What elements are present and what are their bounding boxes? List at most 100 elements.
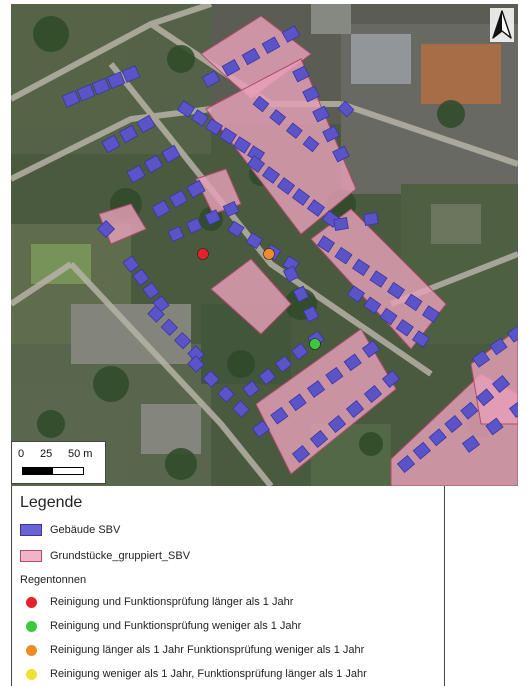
building bbox=[471, 350, 491, 368]
buildings-layer bbox=[61, 25, 518, 473]
building bbox=[217, 385, 235, 403]
rain-barrel-red[interactable] bbox=[197, 248, 209, 260]
rain-barrel-green[interactable] bbox=[309, 338, 321, 350]
parcel bbox=[205, 58, 357, 235]
building bbox=[351, 258, 371, 277]
building bbox=[379, 307, 398, 326]
building bbox=[91, 77, 111, 96]
scale-label-0: 0 bbox=[18, 448, 25, 460]
building bbox=[363, 385, 383, 403]
building bbox=[118, 124, 139, 144]
scale-bar-graphic bbox=[22, 467, 84, 475]
legend-item-label: Reinigung und Funktionsprüfung länger al… bbox=[50, 596, 294, 608]
building bbox=[282, 265, 300, 283]
building bbox=[96, 219, 116, 239]
building bbox=[312, 105, 330, 123]
building bbox=[288, 393, 307, 412]
building bbox=[219, 127, 237, 145]
legend-item-label: Reinigung weniger als 1 Jahr, Funktionsp… bbox=[50, 668, 367, 680]
building bbox=[333, 217, 349, 231]
building bbox=[306, 380, 326, 398]
building bbox=[186, 217, 203, 234]
legend-item-label: Grundstücke_gruppiert_SBV bbox=[50, 550, 191, 562]
building bbox=[363, 212, 379, 226]
building bbox=[233, 136, 251, 154]
rain-barrels-layer bbox=[197, 248, 321, 350]
building bbox=[316, 235, 336, 253]
scale-bar: 0 25 50 m bbox=[11, 441, 106, 484]
legend-title: Legende bbox=[20, 494, 83, 511]
building bbox=[285, 122, 303, 139]
building bbox=[76, 83, 96, 102]
building bbox=[411, 330, 431, 348]
building bbox=[291, 342, 309, 361]
building bbox=[309, 430, 329, 448]
map-view[interactable] bbox=[11, 4, 518, 486]
building bbox=[160, 318, 179, 337]
building bbox=[186, 179, 206, 199]
building bbox=[204, 209, 221, 226]
building bbox=[508, 400, 518, 418]
building bbox=[61, 90, 81, 108]
orange-dot-icon bbox=[26, 644, 37, 656]
building bbox=[404, 293, 423, 312]
legend-item-green: Reinigung und Funktionsprüfung weniger a… bbox=[20, 620, 301, 632]
parcels-swatch bbox=[20, 550, 42, 562]
building bbox=[202, 370, 220, 388]
building bbox=[187, 355, 205, 373]
building bbox=[361, 340, 381, 358]
building bbox=[346, 285, 366, 303]
building bbox=[245, 232, 263, 250]
legend-item-label: Reinigung länger als 1 Jahr Funktionsprü… bbox=[50, 644, 365, 656]
legend-item-parcels: Grundstücke_gruppiert_SBV bbox=[20, 550, 190, 562]
building bbox=[506, 325, 518, 343]
parcel bbox=[195, 168, 242, 215]
scale-label-50: 50 m bbox=[68, 448, 93, 460]
building bbox=[242, 380, 260, 398]
building bbox=[261, 166, 281, 184]
building bbox=[412, 441, 431, 460]
building bbox=[325, 366, 344, 385]
building bbox=[167, 225, 185, 243]
building bbox=[258, 367, 276, 386]
building bbox=[327, 415, 347, 433]
legend-item-buildings: Gebäude SBV bbox=[20, 524, 120, 536]
building bbox=[489, 337, 508, 356]
building bbox=[269, 109, 287, 126]
building bbox=[491, 375, 511, 393]
building bbox=[132, 268, 150, 286]
building bbox=[222, 200, 240, 218]
legend-item-label: Gebäude SBV bbox=[50, 524, 121, 536]
building bbox=[246, 155, 266, 173]
building bbox=[173, 331, 192, 350]
aerial-map bbox=[11, 4, 518, 486]
building bbox=[291, 188, 311, 206]
building bbox=[106, 71, 126, 90]
building bbox=[281, 25, 301, 43]
building bbox=[369, 270, 388, 288]
building bbox=[161, 144, 181, 164]
building bbox=[396, 455, 416, 473]
building bbox=[322, 125, 340, 143]
building bbox=[334, 246, 353, 265]
building bbox=[460, 401, 479, 420]
legend-item-label: Reinigung und Funktionsprüfung weniger a… bbox=[50, 620, 302, 632]
scale-label-25: 25 bbox=[40, 448, 53, 460]
building bbox=[302, 85, 320, 103]
building bbox=[121, 65, 141, 83]
building bbox=[337, 100, 355, 118]
building bbox=[270, 406, 289, 425]
building bbox=[274, 355, 293, 373]
building bbox=[252, 95, 270, 113]
building bbox=[485, 417, 504, 436]
building bbox=[421, 305, 441, 323]
rain-barrel-orange[interactable] bbox=[263, 248, 275, 260]
building bbox=[428, 428, 447, 447]
building bbox=[143, 154, 164, 174]
building bbox=[292, 285, 310, 303]
legend-item-red: Reinigung und Funktionsprüfung länger al… bbox=[20, 596, 293, 608]
building bbox=[461, 435, 481, 453]
building bbox=[302, 305, 320, 323]
yellow-dot-icon bbox=[26, 668, 37, 680]
building bbox=[147, 305, 165, 323]
